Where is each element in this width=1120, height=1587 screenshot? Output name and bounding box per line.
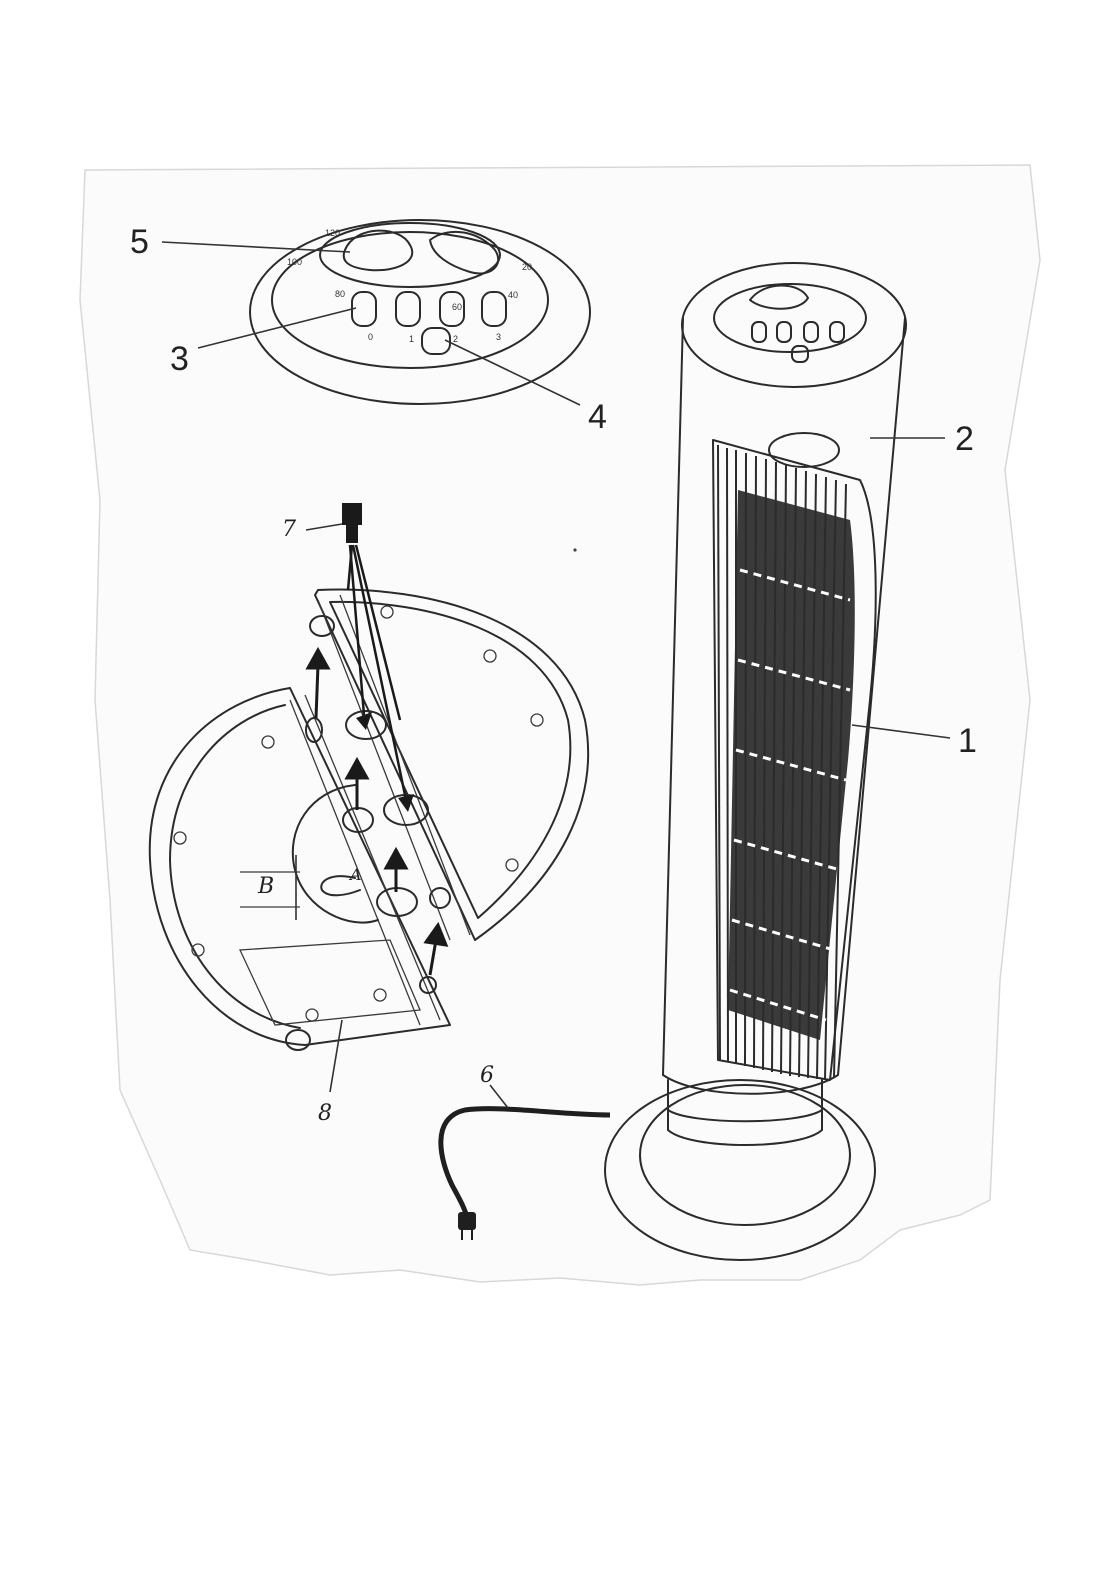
callout-8: 8 xyxy=(318,1101,332,1126)
timer-mark: 120 xyxy=(325,228,340,238)
timer-mark: 80 xyxy=(335,289,345,299)
marker-a: A xyxy=(348,865,362,884)
callout-2: 2 xyxy=(955,420,974,458)
callout-6: 6 xyxy=(480,1063,494,1088)
plug xyxy=(458,1212,476,1230)
timer-mark: 100 xyxy=(287,257,302,267)
speed-mark: 3 xyxy=(496,332,501,342)
speed-mark: 0 xyxy=(368,332,373,342)
marker-b: B xyxy=(257,874,274,899)
timer-mark: 40 xyxy=(508,290,518,300)
speed-mark: 2 xyxy=(453,334,458,344)
callout-7: 7 xyxy=(282,517,296,542)
callout-1: 1 xyxy=(958,722,977,760)
timer-mark: 60 xyxy=(452,302,462,312)
callout-4: 4 xyxy=(588,398,607,436)
speed-mark: 1 xyxy=(409,334,414,344)
callout-3: 3 xyxy=(170,340,189,378)
timer-mark: 20 xyxy=(522,262,532,272)
screw xyxy=(342,503,362,525)
callout-5: 5 xyxy=(130,223,149,261)
paper-sheet xyxy=(80,165,1040,1285)
